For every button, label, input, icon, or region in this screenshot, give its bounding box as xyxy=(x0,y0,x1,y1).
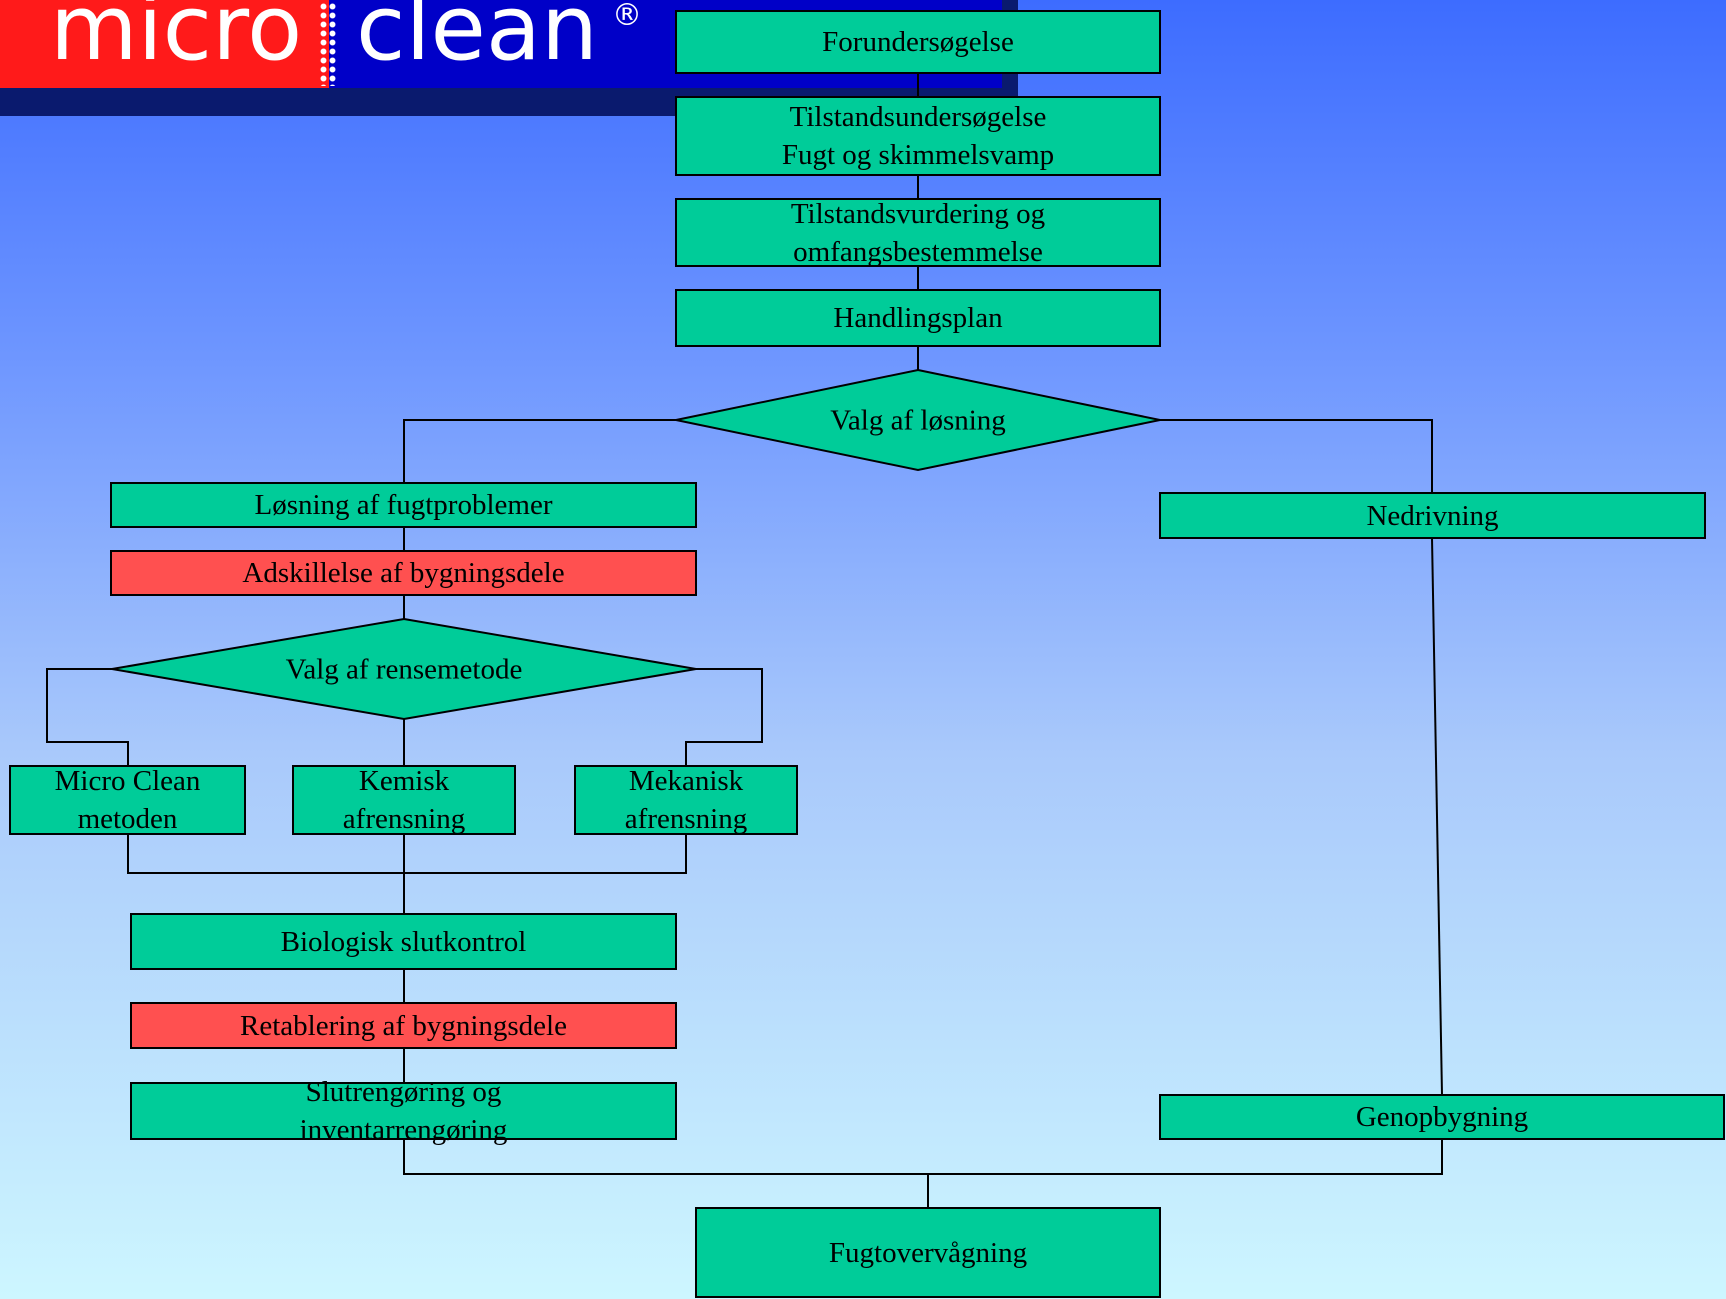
step-label-line-2: afrensning xyxy=(342,803,466,835)
decision-label-valg-losning: Valg af løsning xyxy=(830,404,1006,437)
step-label: Biologisk slutkontrol xyxy=(280,925,527,958)
connector-line xyxy=(127,834,687,874)
step-biologisk-slutkontrol: Biologisk slutkontrol xyxy=(130,913,677,970)
connector-line xyxy=(1160,419,1433,493)
step-forundersogelse: Forundersøgelse xyxy=(675,10,1161,74)
step-label: Retablering af bygningsdele xyxy=(240,1009,567,1042)
step-label-line-1: Slutrengøring og xyxy=(305,1076,502,1108)
connector-line xyxy=(403,1139,1443,1175)
step-tilstandsundersogelse: Tilstandsundersøgelse Fugt og skimmelsva… xyxy=(675,96,1161,176)
connector-line xyxy=(1431,537,1443,1096)
step-label: Forundersøgelse xyxy=(822,26,1014,58)
logo-text-clean: clean xyxy=(356,0,599,81)
connector-line xyxy=(685,668,763,766)
step-label-line-2: metoden xyxy=(77,803,178,835)
step-label-line-2: Fugt og skimmelsvamp xyxy=(781,139,1055,171)
step-label: Genopbygning xyxy=(1355,1101,1529,1133)
step-adskillelse: Adskillelse af bygningsdele xyxy=(110,550,697,596)
step-fugtovervagning: Fugtovervågning xyxy=(695,1207,1161,1298)
step-micro-clean-metoden: Micro Clean metoden xyxy=(9,765,246,835)
step-label-line-2: inventarrengøring xyxy=(299,1114,508,1146)
step-label-line-1: Kemisk xyxy=(358,765,450,797)
step-label-line-2: afrensning xyxy=(624,803,748,835)
registered-mark-icon: ® xyxy=(612,0,642,33)
connector-line xyxy=(403,419,676,483)
step-label-line-1: Micro Clean xyxy=(54,765,201,797)
step-genopbygning: Genopbygning xyxy=(1159,1094,1725,1140)
step-label-line-1: Mekanisk xyxy=(628,765,744,797)
step-label: Handlingsplan xyxy=(833,302,1003,334)
step-handlingsplan: Handlingsplan xyxy=(675,289,1161,347)
connector-line xyxy=(46,668,129,766)
step-label-line-2: omfangsbestemmelse xyxy=(793,235,1043,268)
logo-red-panel xyxy=(0,0,329,88)
step-label: Adskillelse af bygningsdele xyxy=(242,557,565,589)
step-label: Nedrivning xyxy=(1366,499,1499,532)
decision-diamond-valg-losning xyxy=(675,368,1161,472)
step-mekanisk-afrensning: Mekanisk afrensning xyxy=(574,765,798,835)
step-label-line-1: Tilstandsvurdering og xyxy=(790,197,1046,230)
step-slutrengoring: Slutrengøring og inventarrengøring xyxy=(130,1076,677,1146)
step-kemisk-afrensning: Kemisk afrensning xyxy=(292,765,516,835)
step-retablering: Retablering af bygningsdele xyxy=(130,1002,677,1049)
step-losning-fugtproblemer: Løsning af fugtproblemer xyxy=(110,482,697,528)
step-nedrivning: Nedrivning xyxy=(1159,492,1706,539)
decision-label-valg-rensemetode: Valg af rensemetode xyxy=(285,653,523,686)
step-label: Løsning af fugtproblemer xyxy=(254,489,553,521)
logo-text-micro: micro xyxy=(50,0,303,81)
step-label: Fugtovervågning xyxy=(828,1236,1028,1269)
step-label-line-1: Tilstandsundersøgelse xyxy=(789,101,1047,133)
logo-dotted-divider xyxy=(319,2,337,86)
decision-diamond-valg-rensemetode xyxy=(111,617,697,721)
step-tilstandsvurdering: Tilstandsvurdering og omfangsbestemmelse xyxy=(675,197,1161,268)
